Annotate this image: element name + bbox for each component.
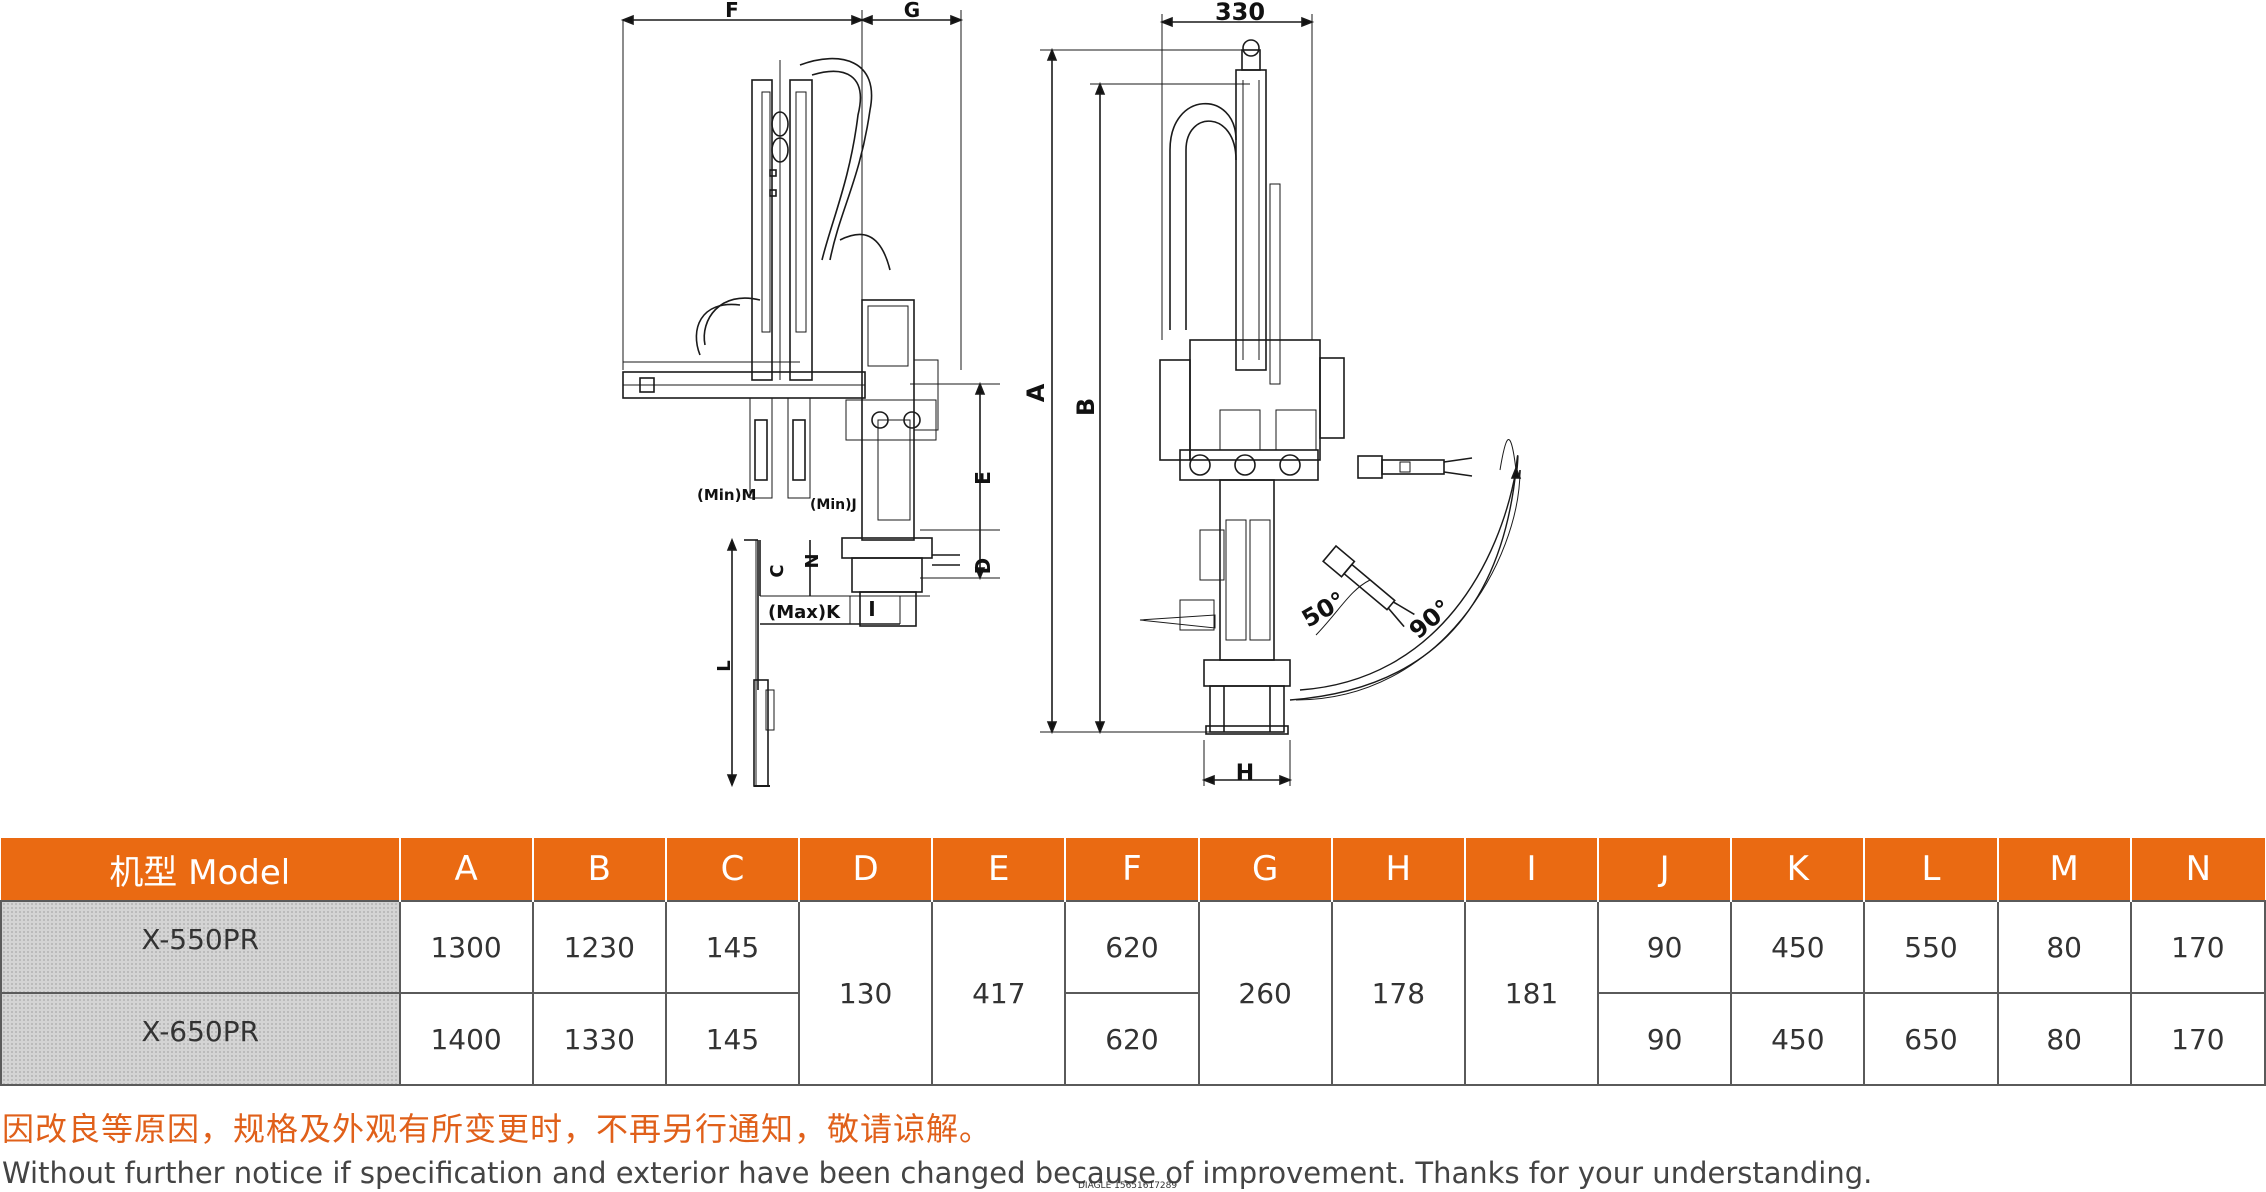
table-row: X-650PR 1400 1330 145 620 90 450 650 80 … (0, 992, 2266, 1086)
dim-label-g: G (904, 0, 920, 22)
model-name: X-650PR (141, 1014, 260, 1048)
technical-drawing: F G 330 A B E D C N I L H (Min)M (Min)J … (620, 0, 1522, 788)
cell-c: 145 (664, 900, 801, 994)
side-view (620, 10, 1000, 788)
header-row: 机型 Model A B C D E F G H I J K L M N (1, 838, 2265, 901)
cell-f: 620 (1064, 992, 1200, 1086)
header-a: A (398, 838, 534, 901)
dim-label-min-j: (Min)J (810, 497, 857, 513)
front-view (1040, 14, 1522, 786)
dim-label-i: I (868, 597, 875, 621)
model-cell: X-550PR (0, 900, 401, 994)
dim-label-e: E (971, 471, 995, 485)
dim-label-b: B (1072, 398, 1100, 416)
model-cell: X-650PR (0, 992, 401, 1086)
cell-l: 650 (1863, 992, 1999, 1086)
cell-f: 620 (1064, 900, 1200, 994)
cell-a: 1300 (398, 900, 534, 994)
header-d: D (798, 838, 934, 901)
header-b: B (531, 838, 667, 901)
header-c: C (664, 838, 801, 901)
cell-j: 90 (1597, 900, 1733, 994)
cell-c: 145 (664, 992, 801, 1086)
angle-label-90: 90° (1404, 594, 1457, 645)
spec-table: 机型 Model A B C D E F G H I J K L M N X-5… (0, 838, 2266, 1086)
cell-a: 1400 (398, 992, 534, 1086)
header-g: G (1197, 838, 1333, 901)
cell-h: 178 (1330, 900, 1466, 1086)
cell-m: 80 (1996, 900, 2132, 994)
header-f: F (1064, 838, 1200, 901)
table-row: X-550PR 1300 1230 145 130 417 620 260 17… (0, 900, 2266, 1086)
dimension-labels: F G 330 A B E D C N I L H (Min)M (Min)J … (697, 0, 1457, 786)
cell-n: 170 (2129, 992, 2266, 1086)
dim-label-a: A (1022, 383, 1050, 402)
cell-e: 417 (931, 900, 1067, 1086)
cell-m: 80 (1996, 992, 2132, 1086)
cell-l: 550 (1863, 900, 1999, 994)
model-name: X-550PR (141, 922, 260, 956)
dim-label-h: H (1236, 761, 1254, 786)
dim-label-min-m: (Min)M (697, 486, 756, 504)
dim-label-l: L (714, 660, 735, 671)
notice-chinese: 因改良等原因，规格及外观有所变更时，不再另行通知，敬请谅解。 (2, 1110, 993, 1148)
cell-n: 170 (2129, 900, 2266, 994)
header-i: I (1463, 838, 1600, 901)
header-m: M (1996, 838, 2132, 901)
dim-label-n: N (802, 553, 823, 568)
cell-k: 450 (1730, 992, 1866, 1086)
header-e: E (931, 838, 1067, 901)
header-j: J (1597, 838, 1733, 901)
notice-english: Without further notice if specification … (2, 1156, 1873, 1190)
cell-j: 90 (1597, 992, 1733, 1086)
watermark-text: DIAGLE 15651617289 (1078, 1181, 1178, 1191)
dim-label-c: C (767, 564, 788, 577)
header-h: H (1330, 838, 1466, 901)
header-l: L (1863, 838, 1999, 901)
dim-label-330: 330 (1215, 0, 1265, 26)
cell-k: 450 (1730, 900, 1866, 994)
cell-i: 181 (1463, 900, 1600, 1086)
dim-label-d: D (971, 558, 995, 575)
cell-g: 260 (1197, 900, 1333, 1086)
dim-label-max-k: (Max)K (768, 602, 841, 623)
header-n: N (2129, 838, 2265, 901)
header-model: 机型 Model (1, 838, 401, 901)
cell-b: 1330 (531, 992, 667, 1086)
cell-d: 130 (798, 900, 934, 1086)
cell-b: 1230 (531, 900, 667, 994)
dim-label-f: F (725, 0, 739, 22)
header-k: K (1730, 838, 1866, 901)
